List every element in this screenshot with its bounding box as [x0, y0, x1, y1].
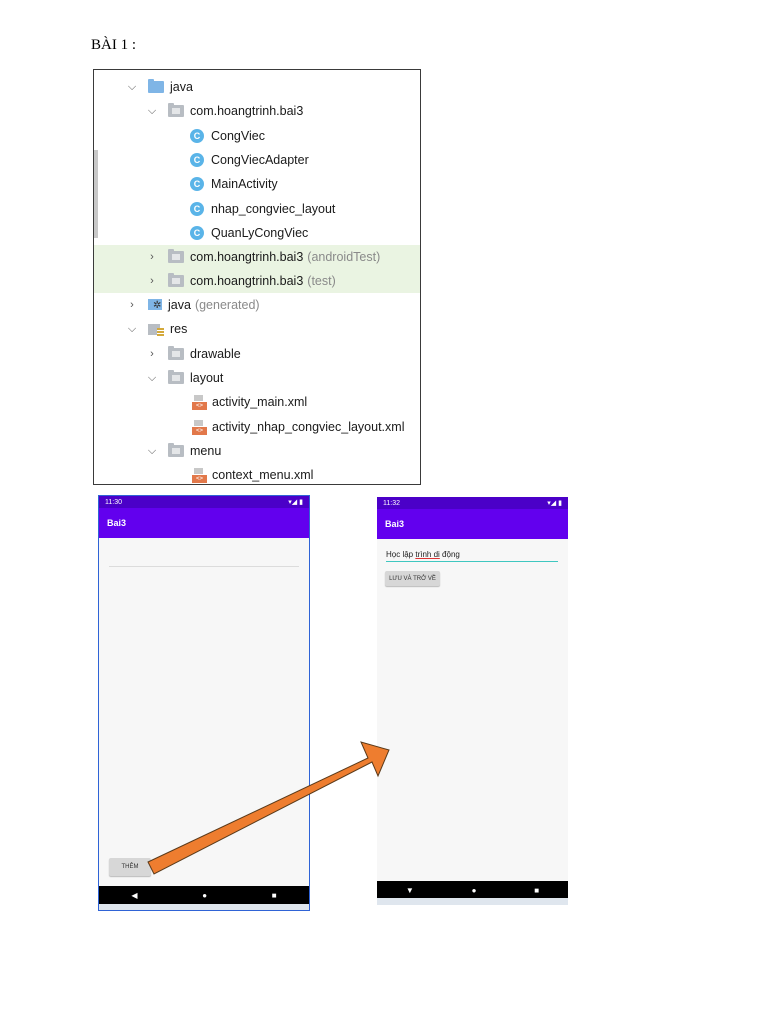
tree-row-layout[interactable]: ⌵ layout [94, 366, 420, 390]
chevron-down-icon[interactable]: ⌵ [147, 104, 157, 117]
tree-row-label: layout [190, 371, 224, 385]
app-bar: Bai3 [99, 508, 309, 538]
project-tree-panel: ⌵ java ⌵ com.hoangtrinh.bai3 C CongViec … [93, 69, 421, 485]
folder-icon [168, 443, 184, 457]
tree-row-class-congviec[interactable]: C CongViec [94, 124, 420, 148]
tree-row-label: java [170, 80, 193, 94]
tree-row-class-nhap[interactable]: C nhap_congviec_layout [94, 197, 420, 221]
taskbar-strip [99, 904, 309, 910]
save-and-return-button[interactable]: LƯU VÀ TRỞ VỀ [385, 571, 440, 586]
tree-row-label: com.hoangtrinh.bai3 [190, 250, 304, 264]
list-divider [109, 566, 299, 567]
tree-row-label: activity_main.xml [212, 395, 308, 409]
tree-row-label: menu [190, 444, 222, 458]
class-icon: C [190, 129, 204, 143]
chevron-down-icon[interactable]: ⌵ [147, 371, 157, 384]
status-icons: ▾◢ ▮ [288, 499, 303, 506]
tree-row-suffix: (androidTest) [307, 250, 381, 264]
back-icon[interactable]: ▼ [405, 885, 414, 895]
app-bar: Bai3 [377, 509, 568, 539]
tree-row-label: drawable [190, 347, 241, 361]
home-icon[interactable]: ● [202, 890, 208, 900]
class-icon: C [190, 226, 204, 240]
class-icon: C [190, 177, 204, 191]
status-bar: 11:32 ▾◢ ▮ [377, 497, 568, 509]
tree-row-menu[interactable]: ⌵ menu [94, 439, 420, 463]
tree-row-activity-nhap-xml[interactable]: <> activity_nhap_congviec_layout.xml [94, 415, 420, 439]
class-icon: C [190, 153, 204, 167]
system-nav-bar: ◀ ● ■ [99, 886, 309, 904]
tree-row-class-quanly[interactable]: C QuanLyCongViec [94, 221, 420, 245]
tree-row-class-congviecadapter[interactable]: C CongViecAdapter [94, 148, 420, 172]
add-button[interactable]: THÊM [109, 858, 151, 876]
arrow-shape [147, 741, 390, 875]
back-icon[interactable]: ◀ [131, 890, 138, 900]
xml-file-icon: <> [192, 467, 207, 483]
task-input-field[interactable]: Học lập trình di động [386, 550, 558, 562]
tree-row-class-mainactivity[interactable]: C MainActivity [94, 172, 420, 196]
package-icon [168, 273, 184, 287]
tree-row-suffix: (test) [307, 274, 336, 288]
tree-row-label: MainActivity [211, 177, 278, 191]
chevron-right-icon[interactable]: › [130, 299, 134, 311]
recents-icon[interactable]: ■ [534, 885, 540, 895]
tree-row-java[interactable]: ⌵ java [94, 75, 420, 99]
app-title: Bai3 [107, 518, 127, 528]
tree-row-label: CongViecAdapter [211, 153, 309, 167]
tree-scrollbar[interactable] [94, 150, 98, 238]
folder-icon [168, 370, 184, 384]
tree-row-label: QuanLyCongViec [211, 226, 309, 240]
tree-row-res[interactable]: ⌵ res [94, 317, 420, 341]
package-icon [168, 249, 184, 263]
generated-folder-icon: ✲ [148, 298, 164, 312]
tree-row-label: activity_nhap_congviec_layout.xml [212, 420, 405, 434]
chevron-down-icon[interactable]: ⌵ [127, 80, 137, 93]
tree-row-label: com.hoangtrinh.bai3 [190, 104, 304, 118]
tree-row-label: context_menu.xml [212, 468, 314, 482]
recents-icon[interactable]: ■ [271, 890, 277, 900]
tree-row-package-test[interactable]: › com.hoangtrinh.bai3 (test) [94, 269, 420, 293]
folder-icon [168, 346, 184, 360]
chevron-down-icon[interactable]: ⌵ [147, 444, 157, 457]
xml-file-icon: <> [192, 419, 207, 435]
status-time: 11:32 [383, 499, 400, 507]
class-icon: C [190, 202, 204, 216]
chevron-right-icon[interactable]: › [150, 275, 154, 287]
status-icons: ▾◢ ▮ [547, 500, 562, 507]
chevron-right-icon[interactable]: › [150, 251, 154, 263]
tree-row-package[interactable]: ⌵ com.hoangtrinh.bai3 [94, 99, 420, 123]
tree-row-label: nhap_congviec_layout [211, 202, 336, 216]
tree-row-label: java [168, 298, 191, 312]
phone-screen-input: 11:32 ▾◢ ▮ Bai3 Học lập trình di động LƯ… [377, 497, 568, 905]
tree-row-label: com.hoangtrinh.bai3 [190, 274, 304, 288]
resources-folder-icon [148, 322, 164, 336]
input-text-part: Học lập [386, 550, 416, 559]
chevron-right-icon[interactable]: › [150, 348, 154, 360]
xml-file-icon: <> [192, 394, 207, 410]
tree-row-package-androidtest[interactable]: › com.hoangtrinh.bai3 (androidTest) [94, 245, 420, 269]
input-text-part: động [439, 550, 460, 559]
chevron-down-icon[interactable]: ⌵ [127, 322, 137, 335]
tree-row-label: res [170, 322, 188, 336]
home-icon[interactable]: ● [471, 885, 477, 895]
folder-icon [148, 79, 164, 93]
system-nav-bar: ▼ ● ■ [377, 881, 568, 899]
app-title: Bai3 [385, 519, 405, 529]
input-text-misspelled: trình di [415, 550, 440, 559]
tree-row-context-menu-xml[interactable]: <> context_menu.xml [94, 463, 420, 484]
tree-row-activity-main-xml[interactable]: <> activity_main.xml [94, 390, 420, 414]
tree-row-label: CongViec [211, 129, 265, 143]
tree-row-drawable[interactable]: › drawable [94, 342, 420, 366]
document-heading: BÀI 1 : [91, 37, 136, 53]
status-time: 11:30 [105, 498, 122, 506]
package-icon [168, 103, 184, 117]
status-bar: 11:30 ▾◢ ▮ [99, 496, 309, 508]
taskbar-strip [377, 898, 568, 905]
tree-row-java-generated[interactable]: › ✲ java (generated) [94, 293, 420, 317]
tree-row-suffix: (generated) [194, 298, 260, 312]
